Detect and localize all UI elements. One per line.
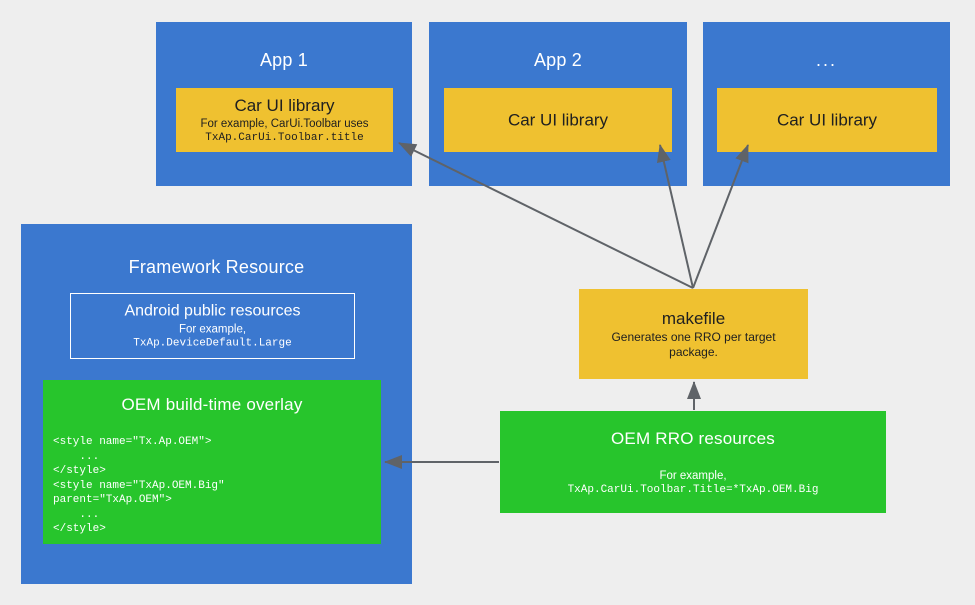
oem-rro-resources-sub: For example, [659,470,727,482]
oem-build-time-overlay-box: OEM build-time overlay <style name="Tx.A… [43,380,381,544]
android-public-resources-sub: For example, [178,323,247,336]
app-3-title: ... [815,50,837,70]
app-3-container: ... Car UI library [703,22,950,186]
app-1-library-sub: For example, CarUi.Toolbar uses [200,118,369,130]
makefile-sub: Generates one RRO per target package. [611,330,776,359]
framework-resource-container: Framework Resource Android public resour… [21,224,412,584]
oem-rro-resources-heading: OEM RRO resources [611,429,775,448]
app-2-container: App 2 Car UI library [429,22,687,186]
app-1-library-code: TxAp.CarUi.Toolbar.title [205,132,364,144]
oem-build-time-overlay-heading: OEM build-time overlay [121,395,303,414]
app-1-container: App 1 Car UI library For example, CarUi.… [156,22,412,186]
android-public-resources-text: Android public resources For example, Tx… [71,302,354,351]
app-2-car-ui-library: Car UI library [444,88,672,152]
app-2-library-heading: Car UI library [507,110,609,130]
android-public-resources-heading: Android public resources [124,302,301,320]
app-3-car-ui-library: Car UI library [717,88,937,152]
oem-rro-resources-code: TxAp.CarUi.Toolbar.Title=*TxAp.OEM.Big [567,484,819,496]
app-3-library-heading: Car UI library [776,110,878,130]
makefile-heading: makefile [661,309,726,328]
oem-build-time-overlay-code: <style name="Tx.Ap.OEM"> ... </style> <s… [53,436,225,535]
app-1-library-text: Car UI library For example, CarUi.Toolba… [176,95,393,145]
app-2-title: App 2 [533,50,583,70]
android-public-resources-code: TxAp.DeviceDefault.Large [133,337,292,350]
app-1-library-heading: Car UI library [234,96,335,115]
oem-rro-resources-text: For example, TxAp.CarUi.Toolbar.Title=*T… [500,468,886,497]
app-1-title: App 1 [259,50,309,70]
android-public-resources-box: Android public resources For example, Tx… [70,293,355,359]
makefile-text: makefile Generates one RRO per target pa… [579,308,808,360]
app-2-library-text: Car UI library [444,110,672,131]
app-1-car-ui-library: Car UI library For example, CarUi.Toolba… [176,88,393,152]
framework-resource-title: Framework Resource [128,257,305,277]
app-3-library-text: Car UI library [717,110,937,131]
oem-rro-resources-box: OEM RRO resources For example, TxAp.CarU… [500,411,886,513]
makefile-box: makefile Generates one RRO per target pa… [579,289,808,379]
